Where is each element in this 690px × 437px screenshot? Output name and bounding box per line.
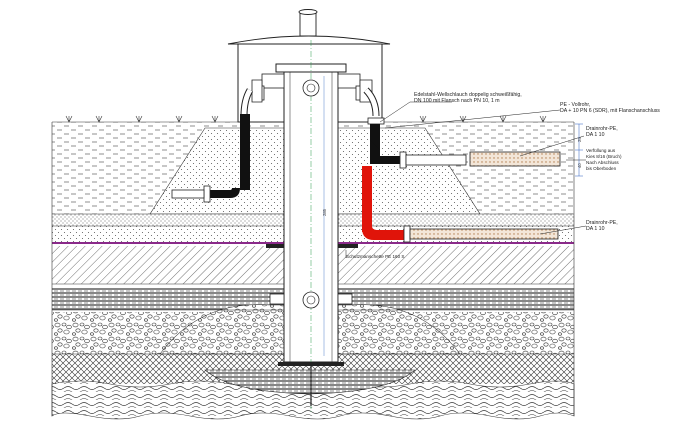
drain-top-label-1: Drainrohr-PE, [586, 126, 618, 132]
bottom-pocket [204, 369, 416, 395]
right-pipe-black-elbow [370, 140, 400, 164]
dim-total-label: 285 [322, 208, 327, 216]
drain-bottom-label-1: Drainrohr-PE, [586, 220, 618, 226]
flange-hose-label-1: Edelstahl-Wellschlauch doppelig schweißf… [414, 92, 522, 98]
right-drain-lower [409, 228, 559, 240]
annotations: Edelstahl-Wellschlauch doppelig schweißf… [346, 92, 660, 259]
seal-upper-right [338, 244, 358, 248]
dim-mid-label: 40 [577, 163, 582, 168]
right-drain-upper [469, 151, 561, 167]
seal-lower-left [269, 293, 285, 305]
drain-top-label-2: DA 1 10 [586, 132, 605, 138]
drain-bottom-label-2: DA 1 10 [586, 226, 605, 232]
backfill-label-3: Nach Abschluss [586, 160, 619, 165]
red-pipe-vertical [362, 166, 372, 232]
right-pipe-black-vertical [370, 124, 380, 164]
left-pipe-flange [203, 185, 211, 203]
head-fittings [251, 73, 373, 103]
backfill-label-1: Verfüllung aus [586, 148, 616, 153]
grass-tufts [65, 115, 547, 123]
red-pipe-flange [403, 225, 411, 243]
pe-pipe-label-2: DA + 10 PN 6 (SDR), mit Flanschanschluss [560, 108, 660, 114]
dim-top-label: 25 [577, 137, 582, 142]
well-column: 285 [266, 40, 358, 412]
backfill-label-4: bis Oberboden [586, 166, 617, 171]
right-pipe-outlet-flange [399, 151, 407, 169]
left-pipe-vertical [240, 114, 250, 190]
flange-hose-label-2: DN 100 mit Flansch nach PN 10, 1 m [414, 98, 500, 104]
seal-lower-right [337, 293, 353, 305]
upper-flange-port [302, 79, 320, 97]
left-pipe-horizontal [171, 189, 205, 199]
right-pipe [362, 87, 561, 243]
right-pipe-outlet [405, 154, 467, 166]
seal-upper-left [266, 244, 284, 248]
seal-label: Schutzmanschette PE 160 S [346, 254, 404, 259]
right-dimension [575, 123, 583, 177]
left-pipe [171, 88, 254, 203]
red-pipe-elbow [362, 226, 404, 240]
well-bottom-plate [278, 362, 344, 366]
pe-pipe-label-1: PE - Vollrohr, [560, 102, 590, 108]
leader-lines [345, 101, 587, 258]
left-pipe-elbow [210, 188, 240, 198]
lower-flange-port [302, 291, 320, 309]
backfill-label-2: Kies 8/16 (Bruch) [586, 154, 622, 159]
